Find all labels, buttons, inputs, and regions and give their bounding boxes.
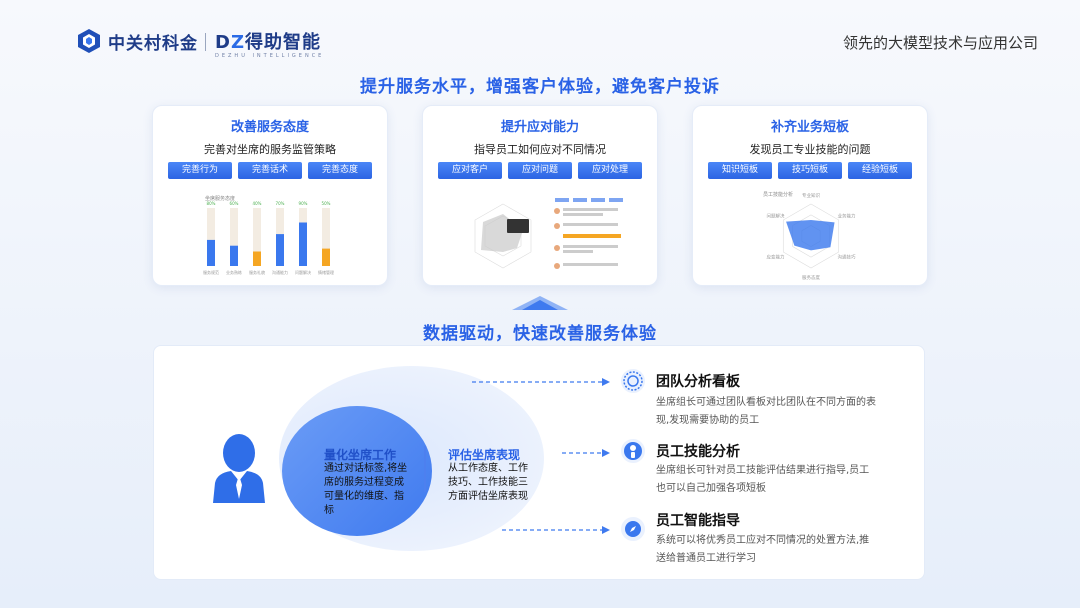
chat-list: [554, 198, 623, 269]
arrow-up-icon: [512, 296, 568, 310]
bar: [299, 222, 307, 266]
bar-top-label: 50%: [322, 201, 331, 206]
btn-respond-problem[interactable]: 应对问题: [508, 162, 572, 179]
bar-top-label: 80%: [207, 201, 216, 206]
dezhu-logo-z: Z: [230, 32, 246, 53]
bar: [276, 234, 284, 266]
header: 中关村科金 DZ得助智能 DEZHU INTELLIGENCE 领先的大模型技术…: [0, 0, 1080, 70]
radar-area: [786, 220, 835, 251]
radar-label: 沟通技巧: [838, 254, 856, 261]
quantify-title: 量化坐席工作: [324, 448, 397, 462]
zgc-logo-text: 中关村科金: [108, 33, 198, 54]
data-driven-panel: 量化坐席工作 通过对话标签,将坐席的服务过程变成可量化的维度、指标 评估坐席表现…: [153, 345, 925, 580]
dezhu-logo-subtext: DEZHU INTELLIGENCE: [215, 53, 325, 59]
bar-top-label: 60%: [230, 201, 239, 206]
attitude-bar-chart: 坐席服务态度 80% 服务规范 60% 业务熟练 40% 服务礼貌 70% 沟通能力 90% 问题…: [203, 195, 334, 275]
btn-improve-script[interactable]: 完善话术: [238, 162, 302, 179]
bar: [230, 245, 238, 266]
divider-line: [424, 446, 426, 492]
compass-icon: [621, 517, 645, 541]
card-subtitle: 完善对坐席的服务监管策略: [204, 143, 336, 156]
bar-track: [207, 208, 215, 266]
card-title: 改善服务态度: [230, 120, 309, 135]
radar-label: 专业知识: [802, 192, 820, 199]
btn-improve-attitude[interactable]: 完善态度: [308, 162, 372, 179]
dezhu-logo: DZ得助智能 DEZHU INTELLIGENCE: [215, 28, 324, 59]
bar-label: 业务熟练: [226, 269, 242, 275]
feature-title-team-board: 团队分析看板: [656, 374, 740, 390]
evaluate-desc: 从工作态度、工作技巧、工作技能三方面评估坐席表现: [448, 463, 528, 502]
radar-label: 应变能力: [766, 254, 784, 261]
bar: [207, 239, 215, 266]
card-subtitle: 指导员工如何应对不同情况: [474, 143, 606, 156]
bar-top-label: 90%: [299, 201, 308, 206]
bar-label: 沟通能力: [272, 269, 288, 275]
bar-track: [322, 208, 330, 266]
bar: [322, 248, 330, 266]
slogan: 领先的大模型技术与应用公司: [842, 34, 1038, 52]
response-radar-chat-illustration: [474, 198, 623, 269]
bar-chart-title: 坐席服务态度: [205, 195, 235, 202]
feature-desc-smart-guidance: 系统可以将优秀员工应对不同情况的处置方法,推送给普通员工进行学习: [656, 535, 870, 564]
zgc-logo: 中关村科金: [76, 28, 198, 54]
feature-desc-skill-analysis: 坐席组长可针对员工技能评估结果进行指导,员工也可以自己加强各项短板: [656, 465, 870, 494]
bar-label: 服务规范: [203, 269, 219, 275]
card-service-attitude: 改善服务态度 完善对坐席的服务监管策略 完善行为 完善话术 完善态度 坐席服务态…: [152, 105, 388, 286]
feature-title-skill-analysis: 员工技能分析: [656, 444, 740, 460]
tooltip-box: [507, 219, 529, 233]
dashed-arrows: [472, 378, 610, 534]
bar-label: 服务礼貌: [249, 269, 265, 275]
radar-label: 问题解决: [766, 213, 784, 220]
radar-label: 服务态度: [802, 274, 820, 281]
cube-logo-icon: [78, 29, 100, 53]
feature-desc-team-board: 坐席组长可通过团队看板对比团队在不同方面的表现,发现需要协助的员工: [656, 397, 876, 426]
card-business-shortboard: 补齐业务短板 发现员工专业技能的问题 知识短板 技巧短板 经验短板 员工技能分析…: [692, 105, 928, 286]
dezhu-logo-d: D: [215, 32, 231, 53]
radar-label: 业务能力: [838, 213, 856, 220]
btn-skill-gap[interactable]: 技巧短板: [778, 162, 842, 179]
radar-mini: [474, 203, 532, 269]
bar-label: 情绪管理: [318, 269, 334, 275]
card-title: 提升应对能力: [500, 120, 579, 135]
card-title: 补齐业务短板: [770, 120, 849, 135]
quantify-desc: 通过对话标签,将坐席的服务过程变成可量化的维度、指标: [324, 463, 408, 516]
target-icon: [621, 369, 645, 393]
btn-experience-gap[interactable]: 经验短板: [848, 162, 912, 179]
dezhu-logo-text: 得助智能: [245, 32, 322, 53]
mid-title: 数据驱动，快速改善服务体验: [423, 324, 657, 344]
logo-separator: [205, 33, 206, 51]
agent-person-icon: [213, 434, 265, 503]
btn-improve-behavior[interactable]: 完善行为: [168, 162, 232, 179]
btn-respond-customer[interactable]: 应对客户: [438, 162, 502, 179]
bar: [253, 251, 261, 266]
btn-knowledge-gap[interactable]: 知识短板: [708, 162, 772, 179]
main-title: 提升服务水平，增强客户体验，避免客户投诉: [360, 77, 720, 97]
bar-track: [230, 208, 238, 266]
bar-top-label: 40%: [253, 201, 262, 206]
evaluate-title: 评估坐席表现: [448, 448, 521, 462]
quantify-ellipse: [282, 406, 432, 536]
bar-label: 问题解决: [295, 269, 311, 275]
person-badge-icon: [621, 439, 645, 463]
radar-grid: [782, 203, 840, 269]
card-response-ability: 提升应对能力 指导员工如何应对不同情况 应对客户 应对问题 应对处理: [422, 105, 658, 286]
btn-respond-handle[interactable]: 应对处理: [578, 162, 642, 179]
radar-title: 员工技能分析: [763, 191, 793, 198]
card-subtitle: 发现员工专业技能的问题: [749, 143, 871, 156]
feature-title-smart-guidance: 员工智能指导: [656, 513, 740, 529]
bar-top-label: 70%: [276, 201, 285, 206]
bar-track: [253, 208, 261, 266]
